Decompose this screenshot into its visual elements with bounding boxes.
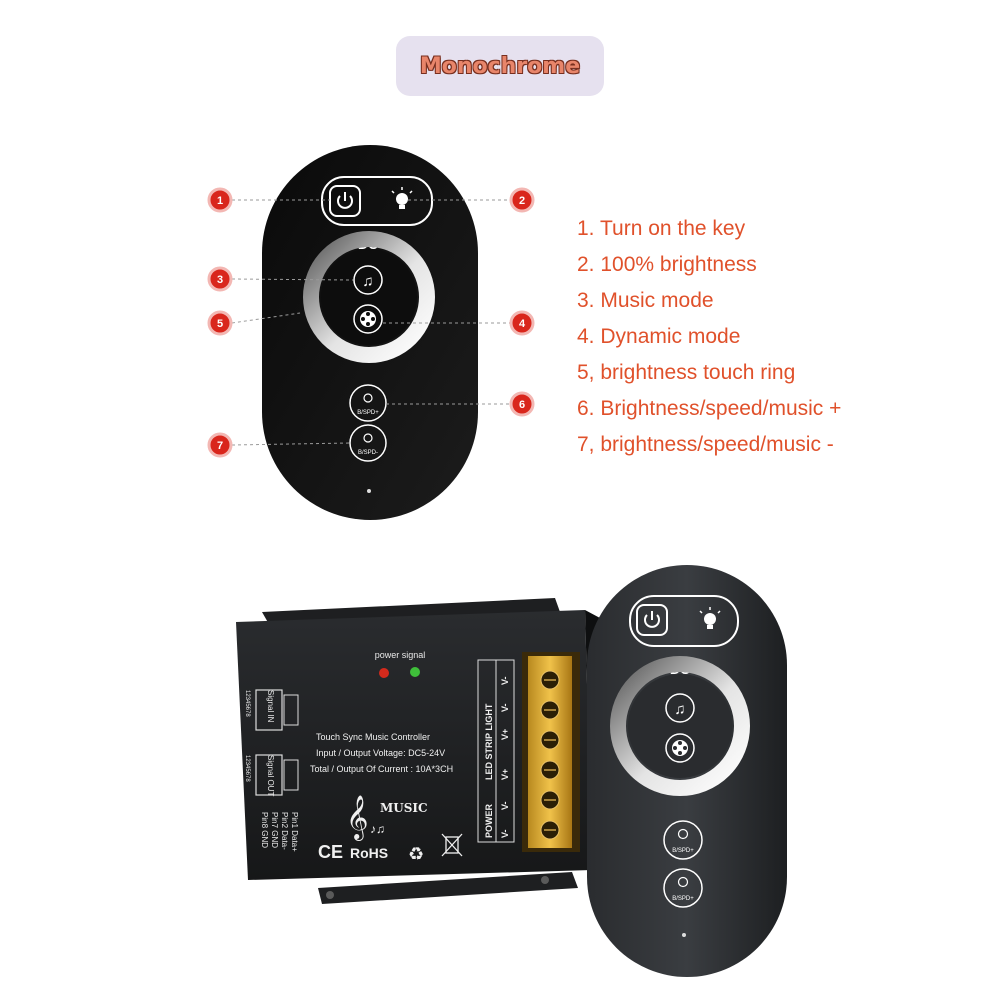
product-name: Touch Sync Music Controller — [316, 732, 430, 742]
svg-text:Pin7 GND: Pin7 GND — [270, 812, 279, 848]
button-label: B/SPD- — [358, 450, 378, 456]
brightness-touch-ring[interactable] — [610, 656, 750, 796]
bulb-icon[interactable] — [699, 607, 721, 629]
title-badge: Monochrome — [396, 36, 604, 96]
svg-text:3: 3 — [217, 274, 223, 286]
music-notes-icon: ♪♫ — [370, 822, 385, 836]
strip-label: LED STRIP LIGHT — [484, 703, 494, 780]
screw-hole — [541, 876, 549, 884]
controller-box: power signal Signal IN 12345678 Signal O… — [236, 598, 606, 904]
callout-lines — [231, 199, 510, 446]
svg-text:V+: V+ — [500, 729, 510, 740]
svg-text:Pin2 Data-: Pin2 Data- — [280, 812, 289, 850]
treble-clef-icon: 𝄞 — [346, 795, 368, 841]
screw-terminal-block[interactable] — [522, 652, 580, 852]
power-icon[interactable] — [329, 185, 361, 217]
signal-out-label: Signal OUT — [266, 755, 275, 796]
bulb-icon[interactable] — [391, 187, 413, 209]
callout-1: 1 — [207, 187, 233, 213]
key-panel — [321, 176, 433, 226]
current-spec: Total / Output Of Current : 10A*3CH — [310, 764, 453, 774]
svg-text:V-: V- — [500, 829, 510, 838]
brightness-minus-button[interactable]: B/SPD- — [349, 424, 387, 462]
svg-text:V-: V- — [500, 703, 510, 712]
music-label: MUSIC — [380, 801, 428, 815]
signal-led — [410, 667, 420, 677]
sun-icon — [677, 828, 689, 840]
legend-item: 4. Dynamic mode — [577, 325, 741, 348]
callout-2: 2 — [509, 187, 535, 213]
legend-item: 6. Brightness/speed/music + — [577, 397, 842, 420]
svg-text:V-: V- — [500, 676, 510, 685]
remote-top: DC ♫ B/SPD+ B/SPD- — [262, 145, 478, 520]
sun-icon — [677, 876, 689, 888]
power-label: POWER — [484, 803, 494, 838]
legend-item: 5, brightness touch ring — [577, 361, 796, 384]
svg-text:5: 5 — [217, 318, 223, 330]
page-title: Monochrome — [419, 53, 581, 79]
music-mode-button[interactable]: ♫ — [353, 265, 383, 295]
music-note-icon: ♫ — [362, 273, 373, 290]
legend-item: 1. Turn on the key — [577, 217, 746, 240]
svg-text:Pin8 GND: Pin8 GND — [260, 812, 269, 848]
sun-icon — [363, 393, 373, 403]
button-label: B/SPD+ — [357, 410, 379, 416]
signal-out-port[interactable]: Signal OUT 12345678 — [244, 754, 299, 796]
indicator-label: power signal — [375, 650, 426, 660]
svg-text:V-: V- — [500, 801, 510, 810]
signal-in-port[interactable]: Signal IN 12345678 — [244, 689, 299, 731]
indicator-led — [682, 933, 686, 937]
music-mode-button[interactable]: ♫ — [665, 693, 695, 723]
brightness-plus-button[interactable]: B/SPD+ — [349, 384, 387, 422]
callout-7: 7 — [207, 432, 233, 458]
power-led — [379, 668, 389, 678]
terminal-labels: LED STRIP LIGHT POWER V- V- V+ V+ V- V- — [477, 659, 515, 843]
button-label: B/SPD+ — [672, 848, 694, 854]
legend-item: 3. Music mode — [577, 289, 714, 312]
svg-text:Pin1 Data+: Pin1 Data+ — [290, 812, 299, 852]
rohs-mark: RoHS — [350, 845, 388, 861]
pin-description: Pin1 Data+ Pin2 Data- Pin7 GND Pin8 GND — [260, 812, 299, 852]
svg-text:4: 4 — [519, 318, 526, 330]
voltage-spec: Input / Output Voltage: DC5-24V — [316, 748, 445, 758]
button-label: B/SPD+ — [672, 896, 694, 902]
dynamic-mode-button[interactable] — [665, 733, 695, 763]
pin-numbers: 12345678 — [244, 690, 250, 717]
music-note-icon: ♫ — [674, 701, 685, 718]
pin-numbers: 12345678 — [244, 755, 250, 782]
brightness-minus-button[interactable]: B/SPD+ — [663, 868, 703, 908]
indicator-led — [367, 489, 371, 493]
callout-6: 6 — [509, 391, 535, 417]
callout-4: 4 — [509, 310, 535, 336]
power-icon[interactable] — [636, 604, 668, 636]
callouts: 1 2 3 5 4 6 7 — [207, 187, 535, 458]
legend-item: 7, brightness/speed/music - — [577, 433, 834, 456]
weee-bin-icon — [441, 833, 463, 857]
ce-mark: CE — [318, 842, 343, 862]
brightness-plus-button[interactable]: B/SPD+ — [663, 820, 703, 860]
svg-text:1: 1 — [217, 195, 223, 207]
svg-text:2: 2 — [519, 195, 525, 207]
dynamic-mode-button[interactable] — [353, 304, 383, 334]
callout-3: 3 — [207, 266, 233, 292]
feature-legend: 1. Turn on the key 2. 100% brightness 3.… — [577, 212, 841, 464]
controller-housing — [236, 610, 592, 880]
svg-text:V+: V+ — [500, 769, 510, 780]
callout-5: 5 — [207, 310, 233, 336]
recycle-icon: ♻ — [408, 844, 424, 864]
sun-icon — [363, 433, 373, 443]
key-panel — [629, 595, 739, 647]
screw-hole — [326, 891, 334, 899]
signal-in-label: Signal IN — [266, 690, 275, 723]
legend-item: 2. 100% brightness — [577, 253, 757, 276]
svg-text:6: 6 — [519, 399, 525, 411]
remote-bottom: DC ♫ B/SPD+ B/SPD+ — [587, 565, 787, 977]
svg-text:7: 7 — [217, 440, 223, 452]
brightness-touch-ring[interactable] — [303, 231, 435, 363]
